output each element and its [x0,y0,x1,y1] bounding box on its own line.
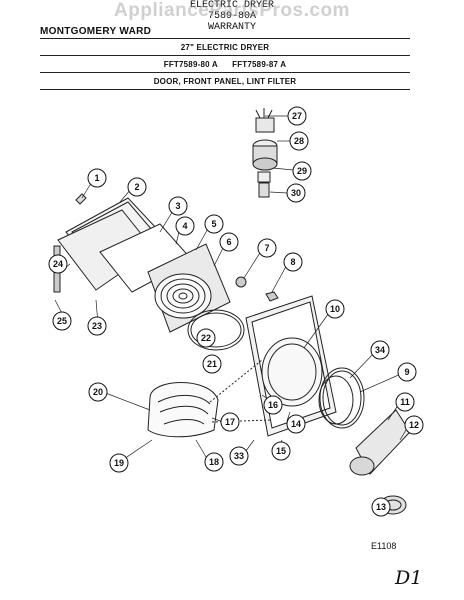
header-rule-top [40,38,410,39]
callout-10: 10 [330,304,340,314]
part-7 [235,276,247,288]
diagram-title: 27" ELECTRIC DRYER [180,43,270,52]
lint-screen-grill [154,273,212,319]
header-rule-mid [40,55,410,56]
diagram-ref-code: E1108 [371,541,397,551]
front-panel-opening [261,337,323,407]
callout-7: 7 [264,243,269,253]
section-title: DOOR, FRONT PANEL, LINT FILTER [153,77,297,86]
model-numbers: FFT7589-80 A FFT7589-87 A [163,60,287,69]
detail-inset [147,382,219,438]
header-line1: ELECTRIC DRYER [189,0,274,11]
callout-11: 11 [400,397,410,407]
callout-29: 29 [297,166,307,176]
header-line2: 7589-80A [207,11,256,22]
callout-22: 22 [201,333,211,343]
callout-20: 20 [93,387,103,397]
header-rule-mid2 [40,72,410,73]
part-34-ring [319,367,365,429]
part-1-shape [75,193,87,205]
callout-12: 12 [409,420,419,430]
callout-9: 9 [404,367,409,377]
header-line3: WARRANTY [207,22,256,33]
callout-23: 23 [92,321,102,331]
callout-4: 4 [182,221,187,231]
callout-6: 6 [226,237,231,247]
callout-33: 33 [234,451,244,461]
callout-25: 25 [57,316,67,326]
callout-24: 24 [53,259,63,269]
callout-15: 15 [276,446,286,456]
callout-3: 3 [175,201,180,211]
callout-19: 19 [114,458,124,468]
callout-21: 21 [207,359,217,369]
part-8 [265,291,279,302]
callout-28: 28 [294,136,304,146]
callout-8: 8 [290,257,295,267]
header-title-block: ELECTRIC DRYER 7589-80A WARRANTY [0,0,464,33]
callout-34: 34 [375,345,385,355]
lint-filter-sensor-assembly [252,108,278,198]
callout-17: 17 [225,417,235,427]
callout-30: 30 [291,188,301,198]
part-22-door-seal [187,309,245,351]
callout-27: 27 [292,111,302,121]
callout-18: 18 [209,457,219,467]
callout-16: 16 [268,400,278,410]
callout-13: 13 [376,502,386,512]
callout-5: 5 [211,219,216,229]
handwritten-mark: D1 [395,567,423,589]
header-rule-bottom [40,89,410,90]
brand-line: MONTGOMERY WARD [40,26,152,37]
callout-1: 1 [94,173,99,183]
watermark: AppliancePartsPros.com [114,0,350,21]
callout-14: 14 [291,419,301,429]
callout-2: 2 [134,182,139,192]
